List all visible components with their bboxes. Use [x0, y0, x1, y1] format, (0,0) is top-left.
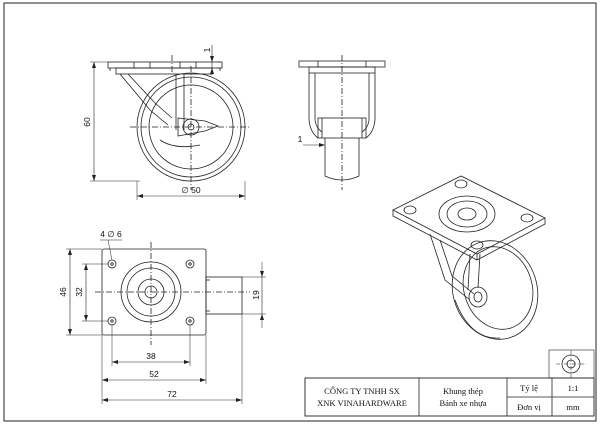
isometric-view	[392, 175, 546, 340]
dim-wheel-diameter: ∅ 50	[181, 185, 200, 195]
projection-symbol	[548, 349, 595, 379]
unit-label: Đơn vị	[517, 402, 541, 412]
scale-value: 1:1	[568, 383, 579, 393]
dim-hole-spacing-32: 32	[74, 287, 84, 297]
unit-value: mm	[566, 402, 580, 412]
material-line2: Bánh xe nhựa	[439, 398, 486, 408]
dim-overall-72: 72	[167, 389, 177, 399]
dim-height-60: 60	[82, 117, 92, 127]
material-line1: Khung thép	[443, 386, 483, 396]
dim-wheel-width-19: 19	[251, 290, 261, 300]
dim-plate-thickness: 1	[202, 47, 212, 52]
dim-hole-spec: 4 ∅ 6	[100, 229, 122, 239]
scale-label: Tỷ lệ	[520, 383, 538, 393]
dim-bracket-thickness: 1	[298, 134, 303, 144]
company-line2: XNK VINAHARDWARE	[317, 398, 407, 408]
iso-wheel	[451, 240, 539, 340]
company-line1: CÔNG TY TNHH SX	[324, 386, 400, 396]
dim-plate-height-46: 46	[58, 287, 68, 297]
dim-plate-width-52: 52	[149, 369, 159, 379]
title-block	[304, 377, 595, 417]
front-view	[90, 45, 250, 200]
dim-hole-spacing-38: 38	[146, 351, 156, 361]
top-view	[66, 239, 266, 404]
top-wheel	[205, 276, 243, 315]
sheet-border	[3, 2, 597, 422]
front-top-plate	[107, 61, 223, 69]
iso-top-plate	[392, 175, 546, 255]
side-view	[298, 55, 386, 190]
